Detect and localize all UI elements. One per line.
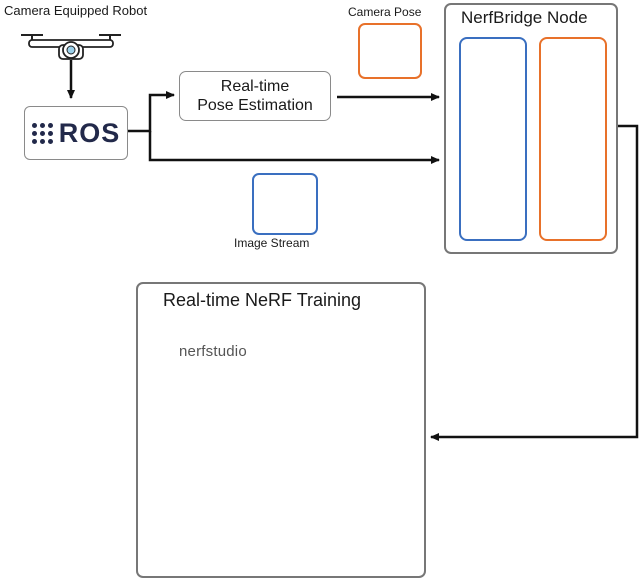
nerfstudio-label: nerfstudio xyxy=(179,343,247,360)
image-stream-label: Image Stream xyxy=(234,236,310,250)
image-column xyxy=(459,37,527,241)
drone-icon xyxy=(21,34,121,60)
node-title: NerfBridge Node xyxy=(461,8,588,27)
robot-label: Camera Equipped Robot xyxy=(4,3,148,18)
pose-estimation-line1: Real-time xyxy=(220,78,290,95)
pose-estimation-line2: Pose Estimation xyxy=(197,97,313,114)
camera-pose-label: Camera Pose xyxy=(348,5,422,19)
pose-estimation-box: Real-time Pose Estimation xyxy=(179,71,331,121)
training-box xyxy=(136,282,426,578)
image-stream-box xyxy=(252,173,318,235)
ros-logo-icon xyxy=(31,122,53,144)
nerfbridge-node-box xyxy=(444,3,618,254)
training-title: Real-time NeRF Training xyxy=(163,290,362,310)
ros-label: ROS xyxy=(58,117,121,148)
pose-column xyxy=(539,37,607,241)
ros-box: ROS xyxy=(24,106,128,160)
ros-to-node-image-arrow xyxy=(148,131,440,164)
ros-to-pose-arrow xyxy=(126,91,175,133)
node-to-training-arrow xyxy=(430,124,639,441)
camera-pose-box xyxy=(358,23,422,79)
